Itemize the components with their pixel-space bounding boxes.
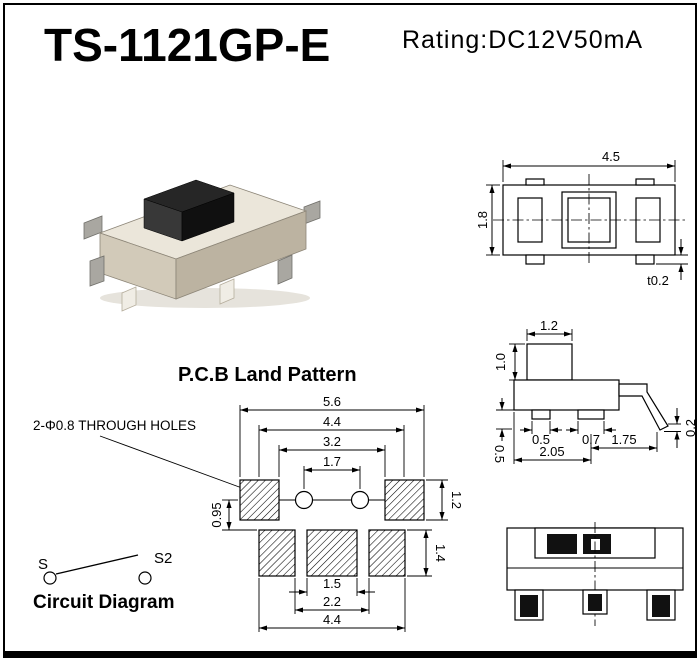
side-view-body (513, 379, 620, 411)
circuit-diagram: S S2 (38, 550, 172, 585)
side-view-span-right-dim: 1.75 (611, 432, 636, 447)
circuit-terminal-s2 (138, 571, 152, 585)
land-center-pad-width-dim: 1.5 (323, 576, 341, 591)
circuit-terminal-s2-label: S2 (154, 550, 172, 567)
through-holes-note: 2-Φ0.8 THROUGH HOLES (33, 418, 196, 433)
land-inner-span-dim: 3.2 (323, 434, 341, 449)
photo-shadow (100, 288, 310, 308)
top-view-width-dim: 4.5 (602, 149, 620, 164)
side-view-base-height-dim: 0.5 (492, 445, 507, 463)
top-view-drawing: 4.5 1.8 t0.2 (475, 149, 688, 288)
switch-posts (121, 278, 235, 312)
land-hole-span-dim: 1.7 (323, 454, 341, 469)
land-pattern-drawing: 2-Φ0.8 THROUGH HOLES 5.6 4.4 3.2 1.7 (33, 394, 464, 632)
through-hole-left (294, 490, 314, 510)
side-view-button-height-dim: 1.0 (493, 353, 508, 371)
land-bottom-pad-height-dim: 1.4 (433, 544, 448, 562)
rating-text: Rating:DC12V50mA (402, 26, 644, 54)
side-view-button (526, 343, 573, 381)
switch-legs-front (89, 254, 293, 287)
circuit-terminal-s (43, 571, 57, 585)
switch-button (143, 179, 235, 242)
product-photo (83, 179, 321, 312)
top-view-pin-left (525, 254, 545, 265)
circuit-terminal-s-label: S (38, 556, 48, 573)
side-view-foot-left-dim: 0.5 (532, 432, 550, 447)
switch-lever (55, 554, 139, 575)
land-row-offset-dim: 0.95 (209, 502, 224, 527)
side-view-lead-thickness-dim: 0.2 (683, 419, 698, 437)
top-view-pin-right (635, 254, 655, 265)
side-view-drawing: 1.2 1.0 0.5 0.7 2.05 1.75 0.2 (492, 318, 698, 464)
land-overall-width-dim: 5.6 (323, 394, 341, 409)
leader-line (99, 435, 243, 489)
front-view-button-block-left (547, 534, 577, 554)
land-pad-center-span-dim: 4.4 (323, 414, 341, 429)
front-view-drawing (506, 522, 684, 626)
side-view-span-left-dim: 2.05 (539, 444, 564, 459)
circuit-diagram-title: Circuit Diagram (33, 592, 175, 613)
top-view-thickness-dim: t0.2 (647, 273, 669, 288)
part-number-title: TS-1121GP-E (44, 19, 331, 71)
land-pattern-pads (239, 479, 425, 577)
through-hole-right (350, 490, 370, 510)
land-bottom-inner-span-dim: 2.2 (323, 594, 341, 609)
side-view-lead (618, 383, 669, 431)
land-bottom-outer-span-dim: 4.4 (323, 612, 341, 627)
side-view-button-width-dim: 1.2 (540, 318, 558, 333)
land-pattern-title: P.C.B Land Pattern (178, 364, 357, 386)
top-view-height-dim: 1.8 (475, 211, 490, 229)
land-top-pad-height-dim: 1.2 (449, 491, 464, 509)
